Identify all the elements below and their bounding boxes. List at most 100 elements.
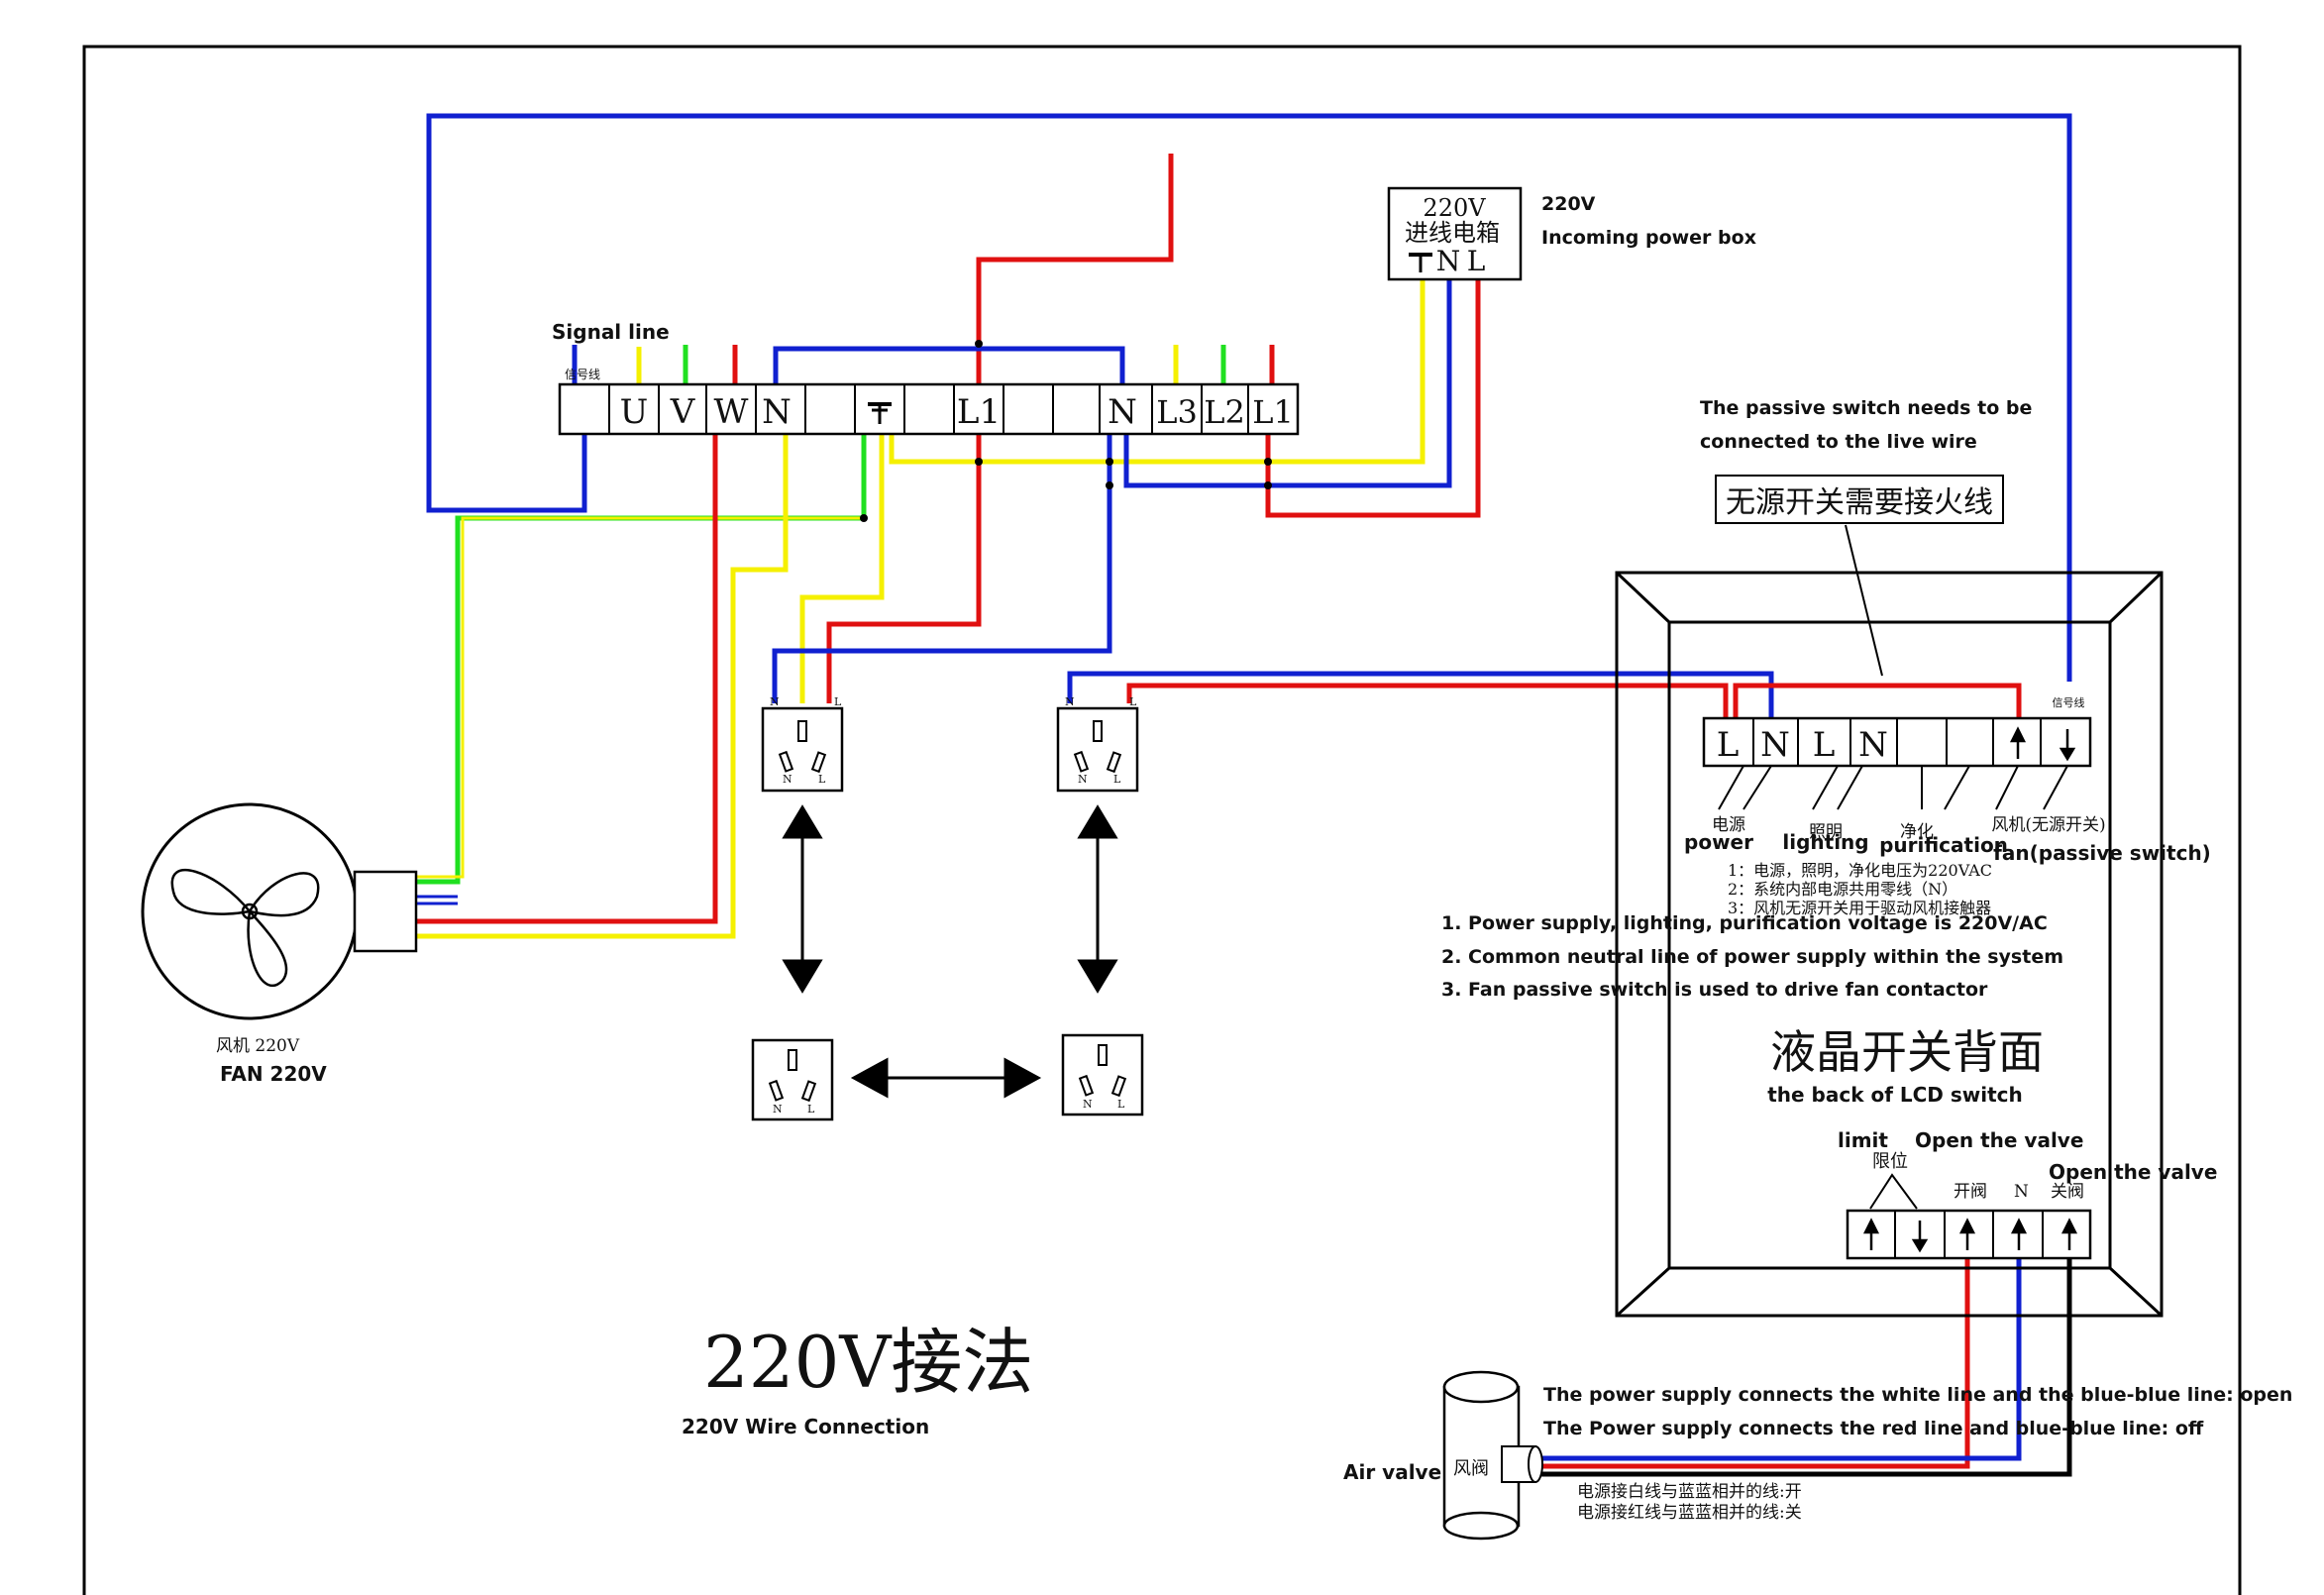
valve-contact-arrows	[1862, 1218, 2078, 1253]
strip-label-l3: L3	[1156, 393, 1198, 431]
lcd-live-bridge	[1733, 683, 2022, 721]
socket-arrows	[782, 804, 1118, 1099]
fan-ground-green	[416, 434, 867, 885]
signal-line-label: Signal line	[552, 320, 670, 344]
junction-dot	[975, 340, 983, 348]
junction-dot	[975, 458, 983, 466]
lcd-inner-frame	[1667, 620, 2112, 1270]
socket2-live	[1126, 683, 1729, 721]
valve-note-cn-1: 电源接白线与蓝蓝相并的线:开	[1577, 1482, 1802, 1502]
power-box-n: N	[1436, 245, 1461, 277]
junction-dot	[1264, 481, 1272, 489]
fan-label-cn: 风机 220V	[216, 1036, 300, 1056]
valve-red	[1532, 1250, 1970, 1469]
valve-limit-cn: 限位	[1872, 1151, 1908, 1172]
socket-4-body	[1061, 1033, 1144, 1116]
socket-4: N L	[1061, 1033, 1144, 1116]
lcd-note-en-2: 2. Common neutral line of power supply w…	[1441, 946, 2063, 968]
lcd-power-en: power	[1684, 830, 1753, 854]
incoming-power-box: 220V 进线电箱 N L	[1387, 186, 1523, 281]
power-box-l: L	[1467, 245, 1486, 277]
lcd-switch-back: L N L N 信号线 电源 power 照明 lighting 净化 puri…	[1441, 571, 2217, 1318]
lcd-terminal-l1: L	[1717, 725, 1740, 765]
socket-2-l: L	[1113, 773, 1121, 786]
neutral-link	[773, 346, 1125, 394]
valve-open-en: Open the valve	[1915, 1128, 2083, 1152]
lcd-signal-cn: 信号线	[2053, 695, 2085, 709]
passive-note-line1: The passive switch needs to be	[1700, 397, 2032, 419]
valve-note-en-1: The power supply connects the white line…	[1543, 1384, 2292, 1406]
signal-line-label-cn: 信号线	[565, 368, 600, 381]
valve-black	[1532, 1250, 2072, 1477]
lcd-terminal-n1: N	[1760, 725, 1790, 765]
lcd-terminal-n2: N	[1858, 725, 1888, 765]
wires	[416, 113, 2072, 1477]
socket-2-n: N	[1078, 773, 1088, 786]
ground-icon	[868, 402, 892, 424]
power-box-cn: 进线电箱	[1405, 219, 1500, 247]
socket-1-l-top: L	[834, 695, 842, 708]
power-box-voltage: 220V	[1423, 194, 1486, 222]
socket-3-n: N	[773, 1103, 783, 1116]
pe-from-box	[889, 279, 1426, 465]
socket2-neutral	[1067, 671, 1774, 721]
valve-open-cn: 开阀	[1954, 1182, 1987, 1202]
power-box-label-voltage: 220V	[1541, 193, 1596, 215]
lcd-note-en-1: 1. Power supply, lighting, purification …	[1441, 912, 2048, 934]
ground-icon	[1409, 253, 1432, 272]
fan-yellow	[416, 434, 789, 939]
lcd-note-cn-2: 2：系统内部电源共用零线（N）	[1728, 880, 1957, 899]
air-valve-label-en: Air valve	[1343, 1460, 1441, 1484]
lcd-fan-en: fan(passive switch)	[1993, 841, 2211, 865]
lcd-purification-cn: 净化	[1900, 822, 1934, 842]
power-box-body	[1387, 186, 1523, 281]
valve-limit-en: limit	[1838, 1128, 1888, 1152]
lcd-note-cn-1: 1：电源，照明，净化电压为220VAC	[1728, 861, 1992, 880]
contact-arrows	[2009, 726, 2076, 762]
strip-label-n: N	[762, 392, 792, 432]
valve-blue	[1532, 1250, 2022, 1461]
socket1-neutral	[772, 434, 1112, 703]
valve-terminal-block	[1846, 1209, 2092, 1260]
passive-note-box	[1715, 475, 2004, 524]
strip-label-l1: L1	[957, 392, 1001, 432]
fan-connector	[353, 870, 418, 953]
strip-label-n2: N	[1108, 392, 1137, 432]
valve-close-cn: 关阀	[2051, 1182, 2084, 1202]
lcd-outer-frame	[1615, 571, 2164, 1318]
socket-3: N L	[751, 1038, 834, 1121]
lcd-lighting-cn: 照明	[1809, 822, 1843, 842]
socket-1-n: N	[783, 773, 792, 786]
lcd-lighting-en: lighting	[1782, 830, 1868, 854]
strip-label-w: W	[714, 392, 749, 432]
n-from-box	[1123, 279, 1452, 488]
socket-1: N L N L	[761, 695, 844, 793]
junction-dot	[1264, 458, 1272, 466]
passive-note-line2: connected to the live wire	[1700, 431, 1977, 453]
limit-bracket	[1869, 1173, 1918, 1210]
lcd-purification-en: purification	[1879, 833, 2008, 857]
socket-3-body	[751, 1038, 834, 1121]
strip-label-v: V	[670, 392, 696, 432]
junction-dot	[1106, 481, 1113, 489]
socket-2: N L N L	[1056, 695, 1139, 793]
power-box-label-desc: Incoming power box	[1541, 227, 1756, 249]
signal-wire-blue	[426, 113, 2072, 682]
socket-2-l-top: L	[1129, 695, 1137, 708]
lcd-back-title-en: the back of LCD switch	[1767, 1083, 2023, 1107]
strip-label-l2: L2	[1204, 393, 1245, 431]
fan-icon	[170, 868, 320, 988]
lcd-back-title-cn: 液晶开关背面	[1770, 1025, 2044, 1079]
socket-2-n-top: N	[1065, 695, 1075, 708]
socket-1-n-top: N	[770, 695, 780, 708]
lcd-terminal-l2: L	[1813, 725, 1836, 765]
lcd-note-en-3: 3. Fan passive switch is used to drive f…	[1441, 979, 1988, 1001]
fan-ground-yellow	[416, 516, 864, 879]
terminal-strip: U V W N L1 N L3 L2 L1	[558, 382, 1300, 436]
socket-4-n: N	[1083, 1098, 1093, 1111]
title-en: 220V Wire Connection	[682, 1415, 929, 1438]
incoming-live	[976, 154, 1174, 394]
passive-note-cn: 无源开关需要接火线	[1726, 485, 1993, 520]
junction-dot	[860, 514, 868, 522]
